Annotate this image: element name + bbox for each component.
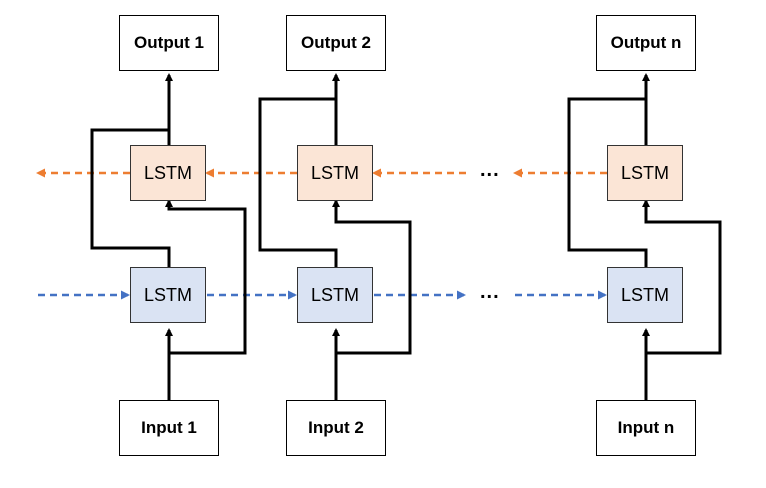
input-to-backward-2 xyxy=(332,199,412,355)
forward-lstm-1: LSTM xyxy=(130,267,206,323)
input-to-backward-n xyxy=(642,199,722,355)
ellipsis-backward: ... xyxy=(480,159,500,181)
input-1-box: Input 1 xyxy=(119,400,219,456)
forward-to-output-2 xyxy=(258,97,338,267)
input-2-box: Input 2 xyxy=(286,400,386,456)
ellipsis-forward: ... xyxy=(480,281,500,303)
output-2-box: Output 2 xyxy=(286,15,386,71)
column-n-connections xyxy=(567,73,722,400)
output-n-box: Output n xyxy=(596,15,696,71)
backward-lstm-1: LSTM xyxy=(130,145,206,201)
forward-to-output-1 xyxy=(90,128,171,267)
column-1-connections xyxy=(90,73,247,400)
forward-lstm-2: LSTM xyxy=(297,267,373,323)
forward-lstm-n: LSTM xyxy=(607,267,683,323)
forward-to-output-n xyxy=(567,97,648,267)
input-to-backward-1 xyxy=(165,199,247,355)
output-1-box: Output 1 xyxy=(119,15,219,71)
input-n-box: Input n xyxy=(596,400,696,456)
backward-lstm-2: LSTM xyxy=(297,145,373,201)
column-2-connections xyxy=(258,73,412,400)
backward-lstm-n: LSTM xyxy=(607,145,683,201)
